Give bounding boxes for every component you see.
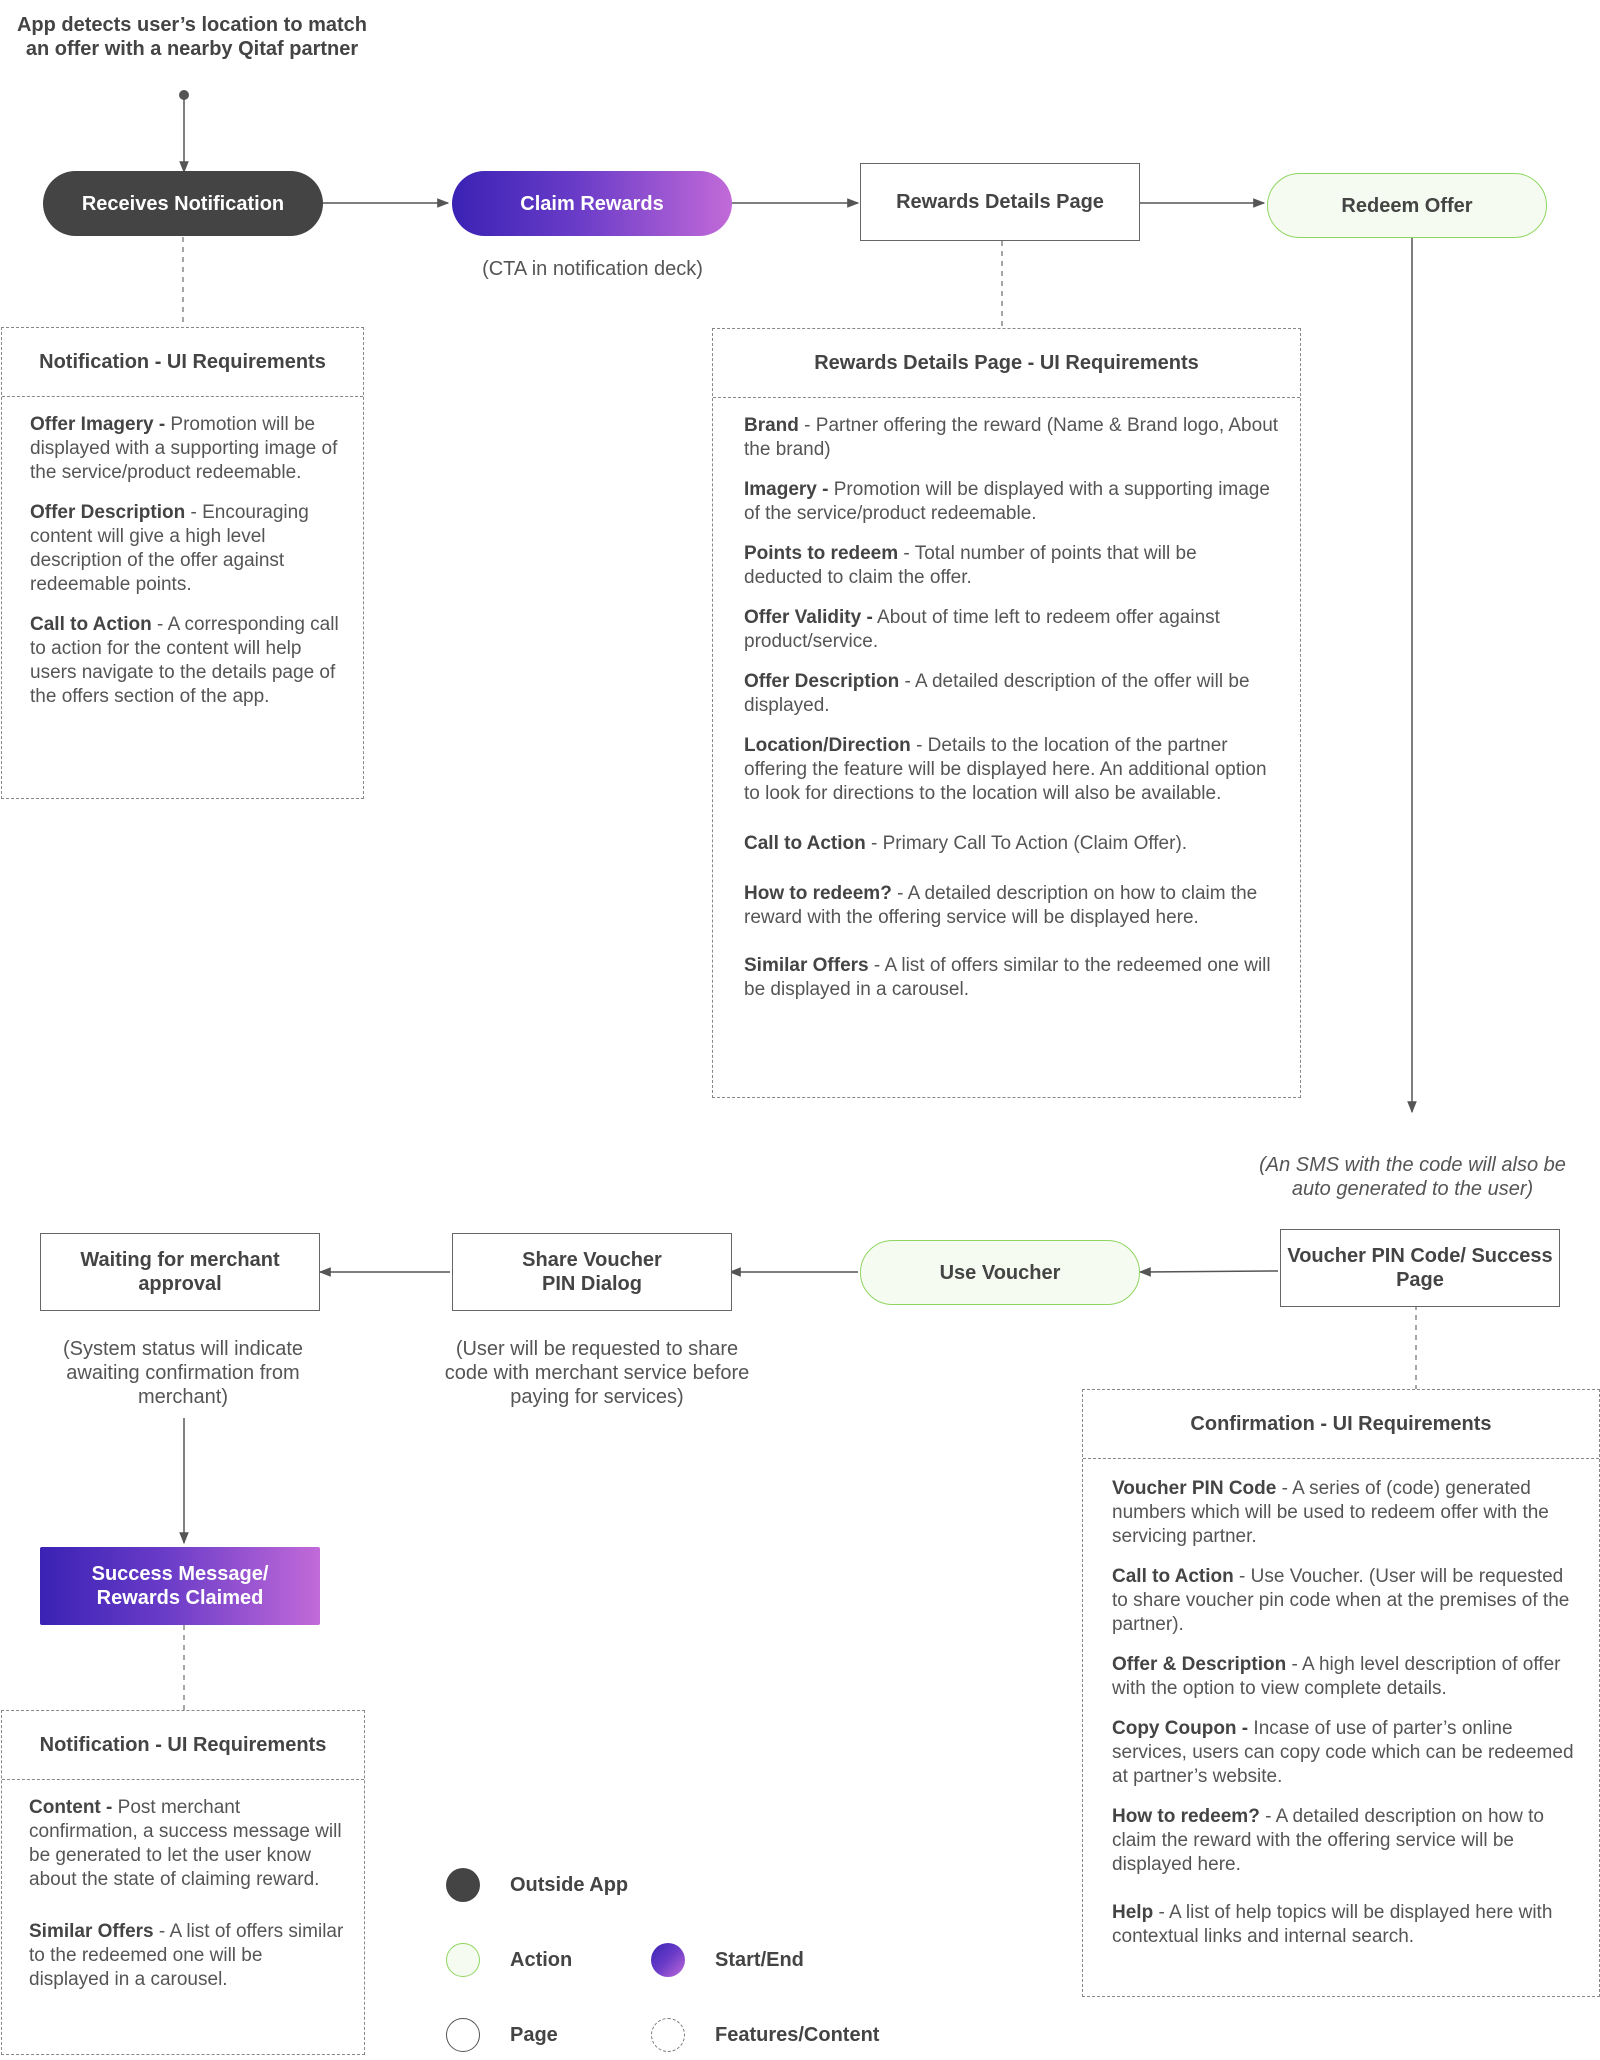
sms-note-caption: (An SMS with the code will also be auto … bbox=[1259, 1154, 1566, 1200]
system-status-caption: (System status will indicate awaiting co… bbox=[62, 1338, 304, 1408]
requirement-item: Call to Action - A corresponding call to… bbox=[30, 614, 339, 707]
page-swatch-icon bbox=[446, 2018, 480, 2052]
requirement-item: Offer Validity - About of time left to r… bbox=[744, 607, 1220, 652]
voucher-pin-success-page-node[interactable]: Voucher PIN Code/ Success Page bbox=[1280, 1229, 1560, 1307]
share-code-caption: (User will be requested to share code wi… bbox=[444, 1338, 750, 1408]
start-end-swatch-icon bbox=[651, 1943, 685, 1977]
rewards-details-page-node[interactable]: Rewards Details Page bbox=[860, 163, 1140, 241]
confirmation-requirements-panel: Confirmation - UI Requirements Voucher P… bbox=[1082, 1389, 1600, 1997]
requirement-item: Copy Coupon - Incase of use of parter’s … bbox=[1112, 1718, 1574, 1787]
features-content-swatch-icon bbox=[651, 2018, 685, 2052]
requirement-item: Imagery - Promotion will be displayed wi… bbox=[744, 479, 1270, 524]
rewards-details-requirements-title: Rewards Details Page - UI Requirements bbox=[713, 329, 1300, 398]
notification-requirements-title: Notification - UI Requirements bbox=[2, 328, 363, 397]
claim-rewards-node[interactable]: Claim Rewards bbox=[452, 171, 732, 236]
success-notification-requirements-panel: Notification - UI Requirements Content -… bbox=[1, 1710, 365, 2055]
arrow-voucher-to-use bbox=[1138, 1267, 1279, 1277]
requirement-item: Brand - Partner offering the reward (Nam… bbox=[744, 415, 1279, 460]
action-swatch-icon bbox=[446, 1943, 480, 1977]
legend-start-end: Start/End bbox=[651, 1943, 804, 1977]
legend-outside-app: Outside App bbox=[446, 1868, 628, 1902]
legend-page: Page bbox=[446, 2018, 558, 2052]
requirement-item: Content - Post merchant confirmation, a … bbox=[29, 1797, 342, 1890]
legend: Outside App Action Start/End Page Featur… bbox=[446, 1868, 1006, 2058]
requirement-item: Voucher PIN Code - A series of (code) ge… bbox=[1112, 1478, 1549, 1547]
requirement-item: Help - A list of help topics will be dis… bbox=[1112, 1902, 1553, 1947]
redeem-offer-node[interactable]: Redeem Offer bbox=[1267, 173, 1547, 238]
success-message-node[interactable]: Success Message/ Rewards Claimed bbox=[40, 1547, 320, 1625]
confirmation-requirements-title: Confirmation - UI Requirements bbox=[1083, 1390, 1599, 1459]
legend-features-content: Features/Content bbox=[651, 2018, 879, 2052]
requirement-item: Offer Description - Encouraging content … bbox=[30, 502, 309, 595]
location-detect-note: App detects user’s location to match an … bbox=[16, 14, 368, 60]
legend-action: Action bbox=[446, 1943, 572, 1977]
requirement-item: Points to redeem - Total number of point… bbox=[744, 543, 1197, 588]
requirement-item: Offer Imagery - Promotion will be displa… bbox=[30, 414, 338, 483]
requirement-item: Offer & Description - A high level descr… bbox=[1112, 1654, 1561, 1699]
receives-notification-node[interactable]: Receives Notification bbox=[43, 171, 323, 236]
requirement-item: Similar Offers - A list of offers simila… bbox=[29, 1921, 344, 1990]
use-voucher-node[interactable]: Use Voucher bbox=[860, 1240, 1140, 1305]
rewards-details-requirements-panel: Rewards Details Page - UI Requirements B… bbox=[712, 328, 1301, 1098]
outside-app-swatch-icon bbox=[446, 1868, 480, 1902]
waiting-for-merchant-node[interactable]: Waiting for merchant approval bbox=[40, 1233, 320, 1311]
requirement-item: Call to Action - Primary Call To Action … bbox=[744, 833, 1188, 854]
requirement-item: Similar Offers - A list of offers simila… bbox=[744, 955, 1271, 1000]
success-notification-requirements-title: Notification - UI Requirements bbox=[2, 1711, 364, 1780]
notification-requirements-panel: Notification - UI Requirements Offer Ima… bbox=[1, 327, 364, 799]
requirement-item: Call to Action - Use Voucher. (User will… bbox=[1112, 1566, 1570, 1635]
requirement-item: Location/Direction - Details to the loca… bbox=[744, 735, 1267, 804]
share-voucher-pin-dialog-node[interactable]: Share Voucher PIN Dialog bbox=[452, 1233, 732, 1311]
cta-notification-deck-caption: (CTA in notification deck) bbox=[482, 258, 703, 280]
requirement-item: How to redeem? - A detailed description … bbox=[1112, 1806, 1544, 1875]
requirement-item: How to redeem? - A detailed description … bbox=[744, 883, 1258, 928]
requirement-item: Offer Description - A detailed descripti… bbox=[744, 671, 1250, 716]
